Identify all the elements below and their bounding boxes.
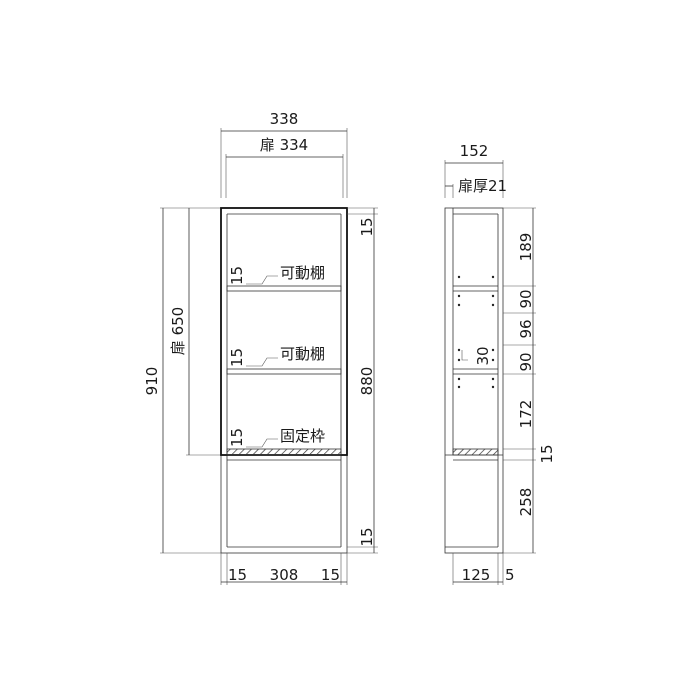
door-height-label: 扉 650 [169, 307, 187, 355]
shelf3-thickness: 15 [228, 428, 246, 447]
side-right-label: 15 [321, 566, 340, 584]
shelf1-thickness: 15 [228, 266, 246, 285]
door-width-label: 扉 334 [260, 136, 308, 154]
seg7-label: 258 [517, 488, 535, 517]
back-panel-label: 5 [505, 566, 515, 584]
seg1-label: 189 [517, 233, 535, 262]
pitch-bracket [461, 350, 468, 361]
bottom-panel-label: 15 [358, 527, 376, 546]
width-total-label: 338 [270, 110, 299, 128]
side-fixed-frame [452, 448, 499, 456]
seg3-label: 96 [517, 319, 535, 338]
inner-height-label: 880 [358, 367, 376, 396]
pitch-label: 30 [474, 346, 492, 365]
seg4-label: 90 [517, 352, 535, 371]
inner-depth-label: 125 [462, 566, 491, 584]
height-total-label: 910 [143, 367, 161, 396]
seg6-label: 15 [538, 444, 556, 463]
shelf1-leader [246, 275, 278, 285]
shelf2-leader [246, 357, 278, 367]
front-view: 338 扉 334 910 扉 650 [143, 110, 378, 585]
door-outline [220, 207, 348, 456]
fixed-frame [226, 448, 342, 456]
cabinet-body [220, 207, 348, 554]
movable-shelf-1 [226, 285, 342, 292]
side-left-label: 15 [228, 566, 247, 584]
shelf2-thickness: 15 [228, 348, 246, 367]
door-thickness-label: 扉厚21 [458, 177, 507, 195]
fixed-frame-label: 固定枠 [280, 427, 325, 445]
seg5-label: 172 [517, 400, 535, 429]
seg2-label: 90 [517, 289, 535, 308]
movable-shelf-2 [226, 368, 342, 375]
side-view: 152 扉厚21 30 [444, 142, 556, 585]
side-body [444, 207, 504, 554]
fixed-frame-leader [246, 438, 278, 448]
shelf2-label: 可動棚 [280, 345, 325, 363]
depth-total-label: 152 [460, 142, 489, 160]
top-panel-label: 15 [358, 217, 376, 236]
shelf1-label: 可動棚 [280, 264, 325, 282]
shelf-pin-holes [457, 275, 495, 389]
inner-width-label: 308 [270, 566, 299, 584]
